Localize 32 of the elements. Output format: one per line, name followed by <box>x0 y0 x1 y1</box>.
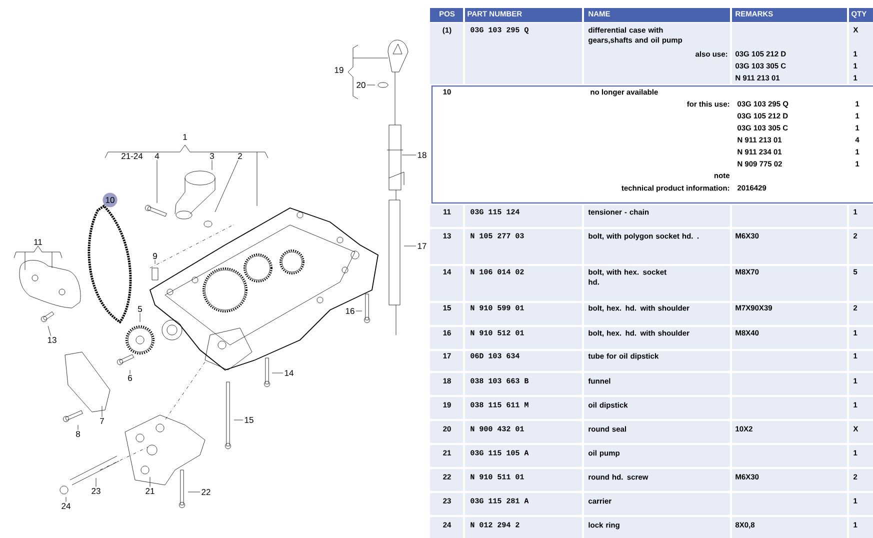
callout-number: 18 <box>418 152 426 158</box>
leader-line <box>402 154 416 156</box>
leader-line <box>48 326 52 336</box>
leader-line <box>156 160 158 204</box>
callout-number: 24 <box>62 503 70 509</box>
leader-line <box>214 160 238 212</box>
callout-number: 19 <box>334 67 344 73</box>
callout-number: 9 <box>153 253 157 259</box>
callout-number: 20 <box>356 82 366 88</box>
callout-number: 6 <box>128 375 132 381</box>
callout-number: 22 <box>202 489 210 495</box>
leader-line <box>154 260 156 264</box>
callout-number: 2 <box>238 153 242 159</box>
callout-number: 14 <box>284 370 294 376</box>
callout-number: 21 <box>146 488 154 494</box>
callout-number: 17 <box>418 243 426 249</box>
leader-line <box>366 84 376 86</box>
callout-number: 15 <box>244 417 254 423</box>
callout-number: 11 <box>34 239 42 245</box>
callout-number: 4 <box>154 153 160 159</box>
callout-number: 5 <box>138 306 142 312</box>
callout-number: 1 <box>183 134 187 140</box>
callout-number: 23 <box>92 488 100 494</box>
callout-number: 8 <box>76 431 80 437</box>
leader-line <box>272 372 284 374</box>
callout-number: 3 <box>210 153 214 159</box>
callout-number: 7 <box>100 418 104 424</box>
callout-number: 16 <box>346 308 354 314</box>
callout-number: 21-24 <box>122 153 143 159</box>
callout-number: 13 <box>48 337 56 343</box>
callout-number: 10 <box>102 192 118 208</box>
leader-line <box>356 310 362 312</box>
